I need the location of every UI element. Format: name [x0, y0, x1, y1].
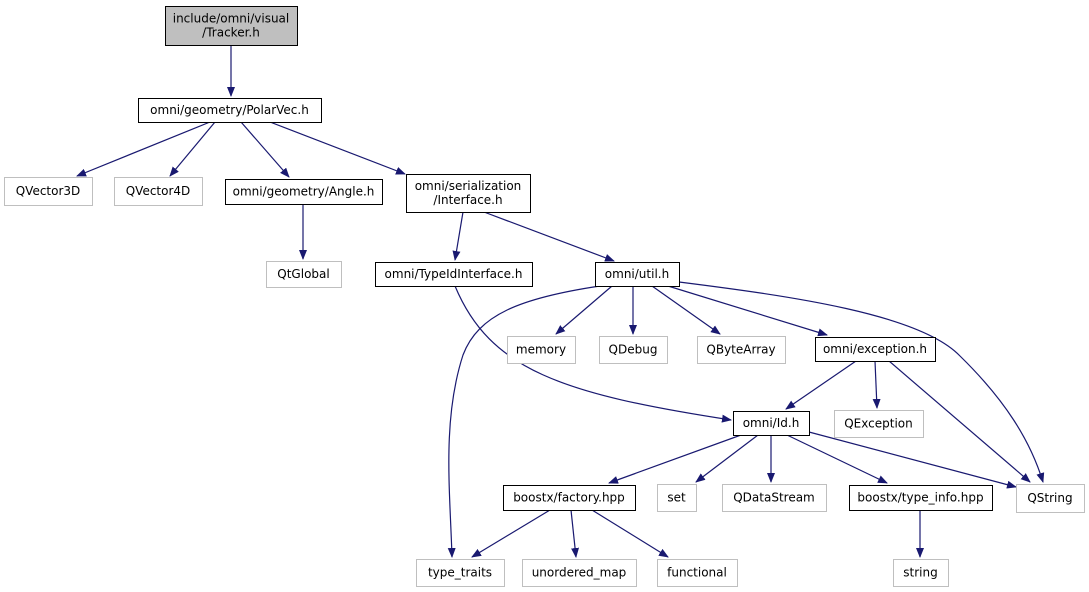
- node-qexception: QException: [834, 410, 924, 438]
- node-box: [114, 177, 203, 206]
- node-box: [4, 177, 93, 206]
- node-label: QDebug: [609, 343, 658, 357]
- node-label: QException: [844, 417, 913, 431]
- node-label: omni/Id.h: [743, 416, 800, 430]
- node-tracker[interactable]: include/omni/visual/Tracker.h: [165, 6, 298, 46]
- edge-factory-to-type_traits: [471, 509, 551, 558]
- node-box: [138, 98, 322, 123]
- node-qstring: QString: [1016, 484, 1085, 513]
- node-label: memory: [516, 343, 566, 357]
- node-qdebug: QDebug: [599, 336, 668, 364]
- node-box: [595, 262, 680, 287]
- node-box: [599, 336, 668, 364]
- node-label: /Tracker.h: [202, 26, 260, 40]
- edge-polarvec-to-qvector3d: [76, 121, 211, 177]
- edge-polarvec-to-angle: [240, 121, 290, 178]
- node-label: boostx/factory.hpp: [513, 491, 625, 505]
- node-box: [657, 484, 697, 512]
- edge-typeid-to-idh: [454, 285, 732, 423]
- node-label: QVector4D: [126, 184, 191, 198]
- edge-util-to-memory: [555, 285, 613, 335]
- node-box: [406, 174, 531, 213]
- node-polarvec[interactable]: omni/geometry/PolarVec.h: [138, 98, 322, 123]
- node-box: [733, 411, 810, 436]
- node-label: omni/util.h: [605, 267, 669, 281]
- node-box: [507, 336, 576, 364]
- node-box: [849, 485, 993, 511]
- edge-idh-to-qstring: [808, 431, 1017, 489]
- node-label: QVector3D: [16, 184, 81, 198]
- node-exception[interactable]: omni/exception.h: [815, 337, 936, 362]
- node-label: boostx/type_info.hpp: [857, 491, 983, 505]
- edge-util-to-exception: [667, 285, 828, 337]
- node-type_traits: type_traits: [416, 559, 505, 587]
- node-box: [893, 559, 949, 587]
- node-label: omni/geometry/PolarVec.h: [150, 103, 309, 117]
- node-qdatastream: QDataStream: [722, 484, 827, 512]
- node-label: QString: [1027, 491, 1072, 505]
- node-util[interactable]: omni/util.h: [595, 262, 680, 287]
- node-label: functional: [667, 566, 727, 580]
- node-box: [697, 336, 786, 364]
- node-label: QDataStream: [733, 491, 815, 505]
- node-set: set: [657, 484, 697, 512]
- edge-idh-to-set: [695, 434, 759, 483]
- edge-polarvec-to-qvector4d: [169, 121, 216, 177]
- node-unordered_map: unordered_map: [522, 559, 637, 587]
- node-typeinfo[interactable]: boostx/type_info.hpp: [849, 485, 993, 511]
- edge-util-to-type_traits: [447, 285, 601, 558]
- node-label: string: [903, 566, 937, 580]
- node-angle[interactable]: omni/geometry/Angle.h: [225, 179, 383, 205]
- node-label: include/omni/visual: [173, 12, 290, 26]
- node-label: omni/TypeIdInterface.h: [385, 267, 523, 281]
- edge-idh-to-factory: [608, 434, 742, 484]
- node-label: omni/exception.h: [823, 342, 927, 356]
- node-label: type_traits: [428, 566, 492, 580]
- node-box: [416, 559, 505, 587]
- node-qvector4d: QVector4D: [114, 177, 203, 206]
- node-idh[interactable]: omni/Id.h: [733, 411, 810, 436]
- dependency-edges: [76, 45, 1045, 558]
- node-box: [522, 559, 637, 587]
- node-qtglobal: QtGlobal: [266, 261, 342, 288]
- edge-exception-to-qexception: [872, 360, 881, 409]
- edge-serial-to-typeid: [452, 211, 464, 261]
- node-box: [503, 485, 636, 511]
- node-box: [375, 262, 533, 287]
- edge-util-to-qbytearray: [651, 285, 721, 335]
- node-box: [225, 179, 383, 205]
- edge-util-to-qstring: [678, 281, 1045, 483]
- node-box: [722, 484, 827, 512]
- edge-serial-to-util: [483, 211, 615, 262]
- dependency-nodes: include/omni/visual/Tracker.h omni/geomet…: [4, 6, 1085, 587]
- edge-idh-to-typeinfo: [786, 434, 888, 484]
- node-label: QByteArray: [706, 343, 775, 357]
- node-label: omni/geometry/Angle.h: [233, 185, 375, 199]
- node-label: omni/serialization: [415, 179, 522, 193]
- node-typeid[interactable]: omni/TypeIdInterface.h: [375, 262, 533, 287]
- edge-exception-to-qstring: [888, 360, 1031, 483]
- node-box: [1016, 484, 1085, 513]
- node-string: string: [893, 559, 949, 587]
- node-box: [657, 559, 738, 587]
- edge-exception-to-idh: [785, 360, 857, 410]
- node-qbytearray: QByteArray: [697, 336, 786, 364]
- node-label: unordered_map: [532, 566, 627, 580]
- edge-factory-to-functional: [591, 509, 669, 558]
- node-functional: functional: [657, 559, 738, 587]
- node-box: [815, 337, 936, 362]
- edge-factory-to-unordered_map: [570, 509, 580, 558]
- edge-polarvec-to-serial: [269, 121, 406, 175]
- node-memory: memory: [507, 336, 576, 364]
- node-qvector3d: QVector3D: [4, 177, 93, 206]
- node-box: [165, 6, 298, 46]
- node-serial[interactable]: omni/serialization/Interface.h: [406, 174, 531, 213]
- node-label: QtGlobal: [277, 267, 329, 281]
- node-label: /Interface.h: [433, 193, 502, 207]
- node-factory[interactable]: boostx/factory.hpp: [503, 485, 636, 511]
- node-box: [266, 261, 342, 288]
- node-label: set: [667, 491, 686, 505]
- node-box: [834, 410, 924, 438]
